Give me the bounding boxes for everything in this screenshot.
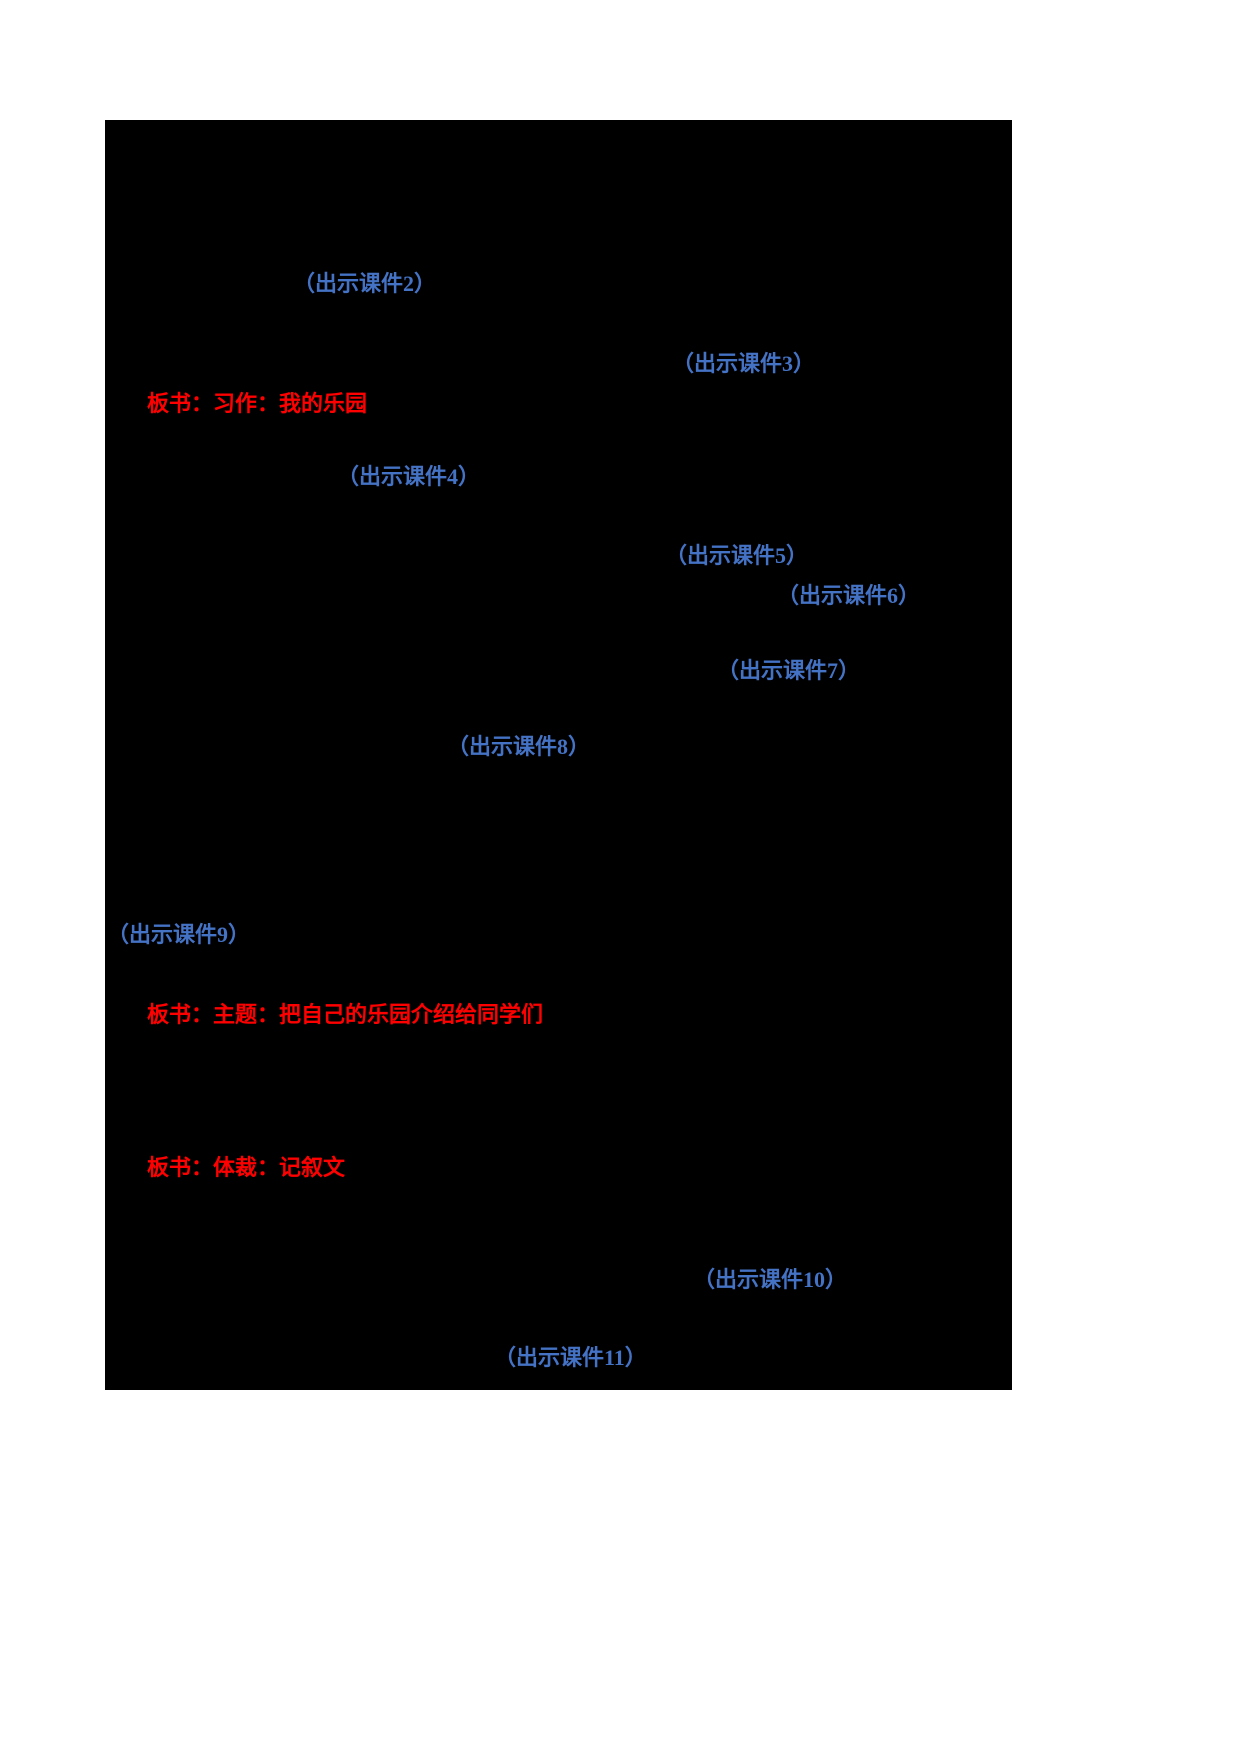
document-content-area <box>105 120 1012 1390</box>
